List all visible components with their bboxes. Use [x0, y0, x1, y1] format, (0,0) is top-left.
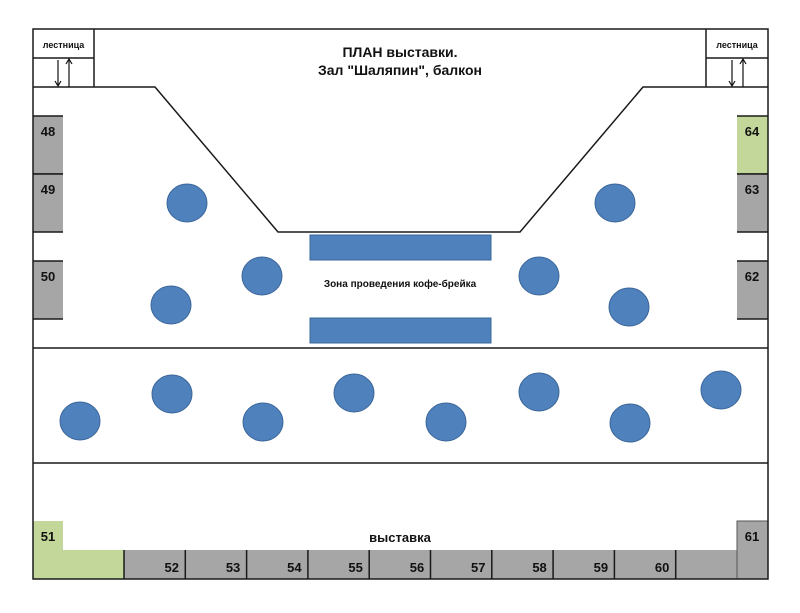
- stairs-right-label: лестница: [716, 40, 759, 50]
- round-table[interactable]: [609, 403, 651, 443]
- booth-number: 51: [41, 529, 55, 544]
- booth-60[interactable]: 60: [613, 550, 676, 579]
- up-down-arrows-icon: [728, 57, 747, 88]
- round-table[interactable]: [166, 183, 208, 223]
- booth-number: 64: [745, 124, 760, 139]
- coffee-table-bottom: [309, 317, 492, 344]
- round-table[interactable]: [151, 374, 193, 414]
- round-table[interactable]: [608, 287, 650, 327]
- stairs-left-label: лестница: [43, 40, 86, 50]
- booth-number: 49: [41, 182, 55, 197]
- booth-51[interactable]: 51: [33, 521, 124, 579]
- booth-number: 61: [745, 529, 759, 544]
- round-table[interactable]: [518, 372, 560, 412]
- booth-49[interactable]: 49: [33, 173, 63, 233]
- stairs-left: лестница: [33, 29, 95, 88]
- booth-number: 62: [745, 269, 759, 284]
- booth-50[interactable]: 50: [33, 260, 63, 320]
- booth-55[interactable]: 55: [307, 550, 370, 579]
- booth-number: 54: [287, 560, 302, 575]
- round-table[interactable]: [59, 401, 101, 441]
- booth-number: 63: [745, 182, 759, 197]
- booth-number: 48: [41, 124, 55, 139]
- booth-number: 57: [471, 560, 485, 575]
- round-table[interactable]: [594, 183, 636, 223]
- exhibition-label: выставка: [369, 530, 431, 545]
- up-down-arrows-icon: [54, 57, 73, 88]
- coffee-table-top: [309, 234, 492, 261]
- booth-number: 59: [594, 560, 608, 575]
- round-table[interactable]: [150, 285, 192, 325]
- round-table[interactable]: [518, 256, 560, 296]
- round-table[interactable]: [333, 373, 375, 413]
- booth-48[interactable]: 48: [33, 115, 63, 175]
- balcony-edge: [33, 86, 768, 233]
- plan-title-line2: Зал "Шаляпин", балкон: [318, 62, 482, 78]
- booth-64[interactable]: 64: [737, 115, 768, 175]
- booth-number: 50: [41, 269, 55, 284]
- booth-57[interactable]: 57: [429, 550, 492, 579]
- booth-56[interactable]: 56: [368, 550, 431, 579]
- round-table[interactable]: [700, 370, 742, 410]
- booth-63[interactable]: 63: [737, 173, 768, 233]
- hall-outline: [32, 28, 769, 580]
- booth-61[interactable]: 61: [674, 520, 768, 579]
- booth-54[interactable]: 54: [245, 550, 308, 579]
- round-table[interactable]: [242, 402, 284, 442]
- booth-58[interactable]: 58: [491, 550, 554, 579]
- booth-53[interactable]: 53: [184, 550, 247, 579]
- booth-number: 55: [348, 560, 362, 575]
- booth-59[interactable]: 59: [552, 550, 615, 579]
- plan-title-line1: ПЛАН выставки.: [342, 44, 457, 60]
- coffee-zone-label: Зона проведения кофе-брейка: [324, 278, 477, 290]
- booth-number: 58: [532, 560, 546, 575]
- booth-52[interactable]: 52: [123, 550, 186, 579]
- booth-number: 53: [226, 560, 240, 575]
- round-table[interactable]: [241, 256, 283, 296]
- booth-number: 52: [165, 560, 179, 575]
- booth-number: 56: [410, 560, 424, 575]
- stairs-right: лестница: [705, 29, 768, 88]
- round-table[interactable]: [425, 402, 467, 442]
- booth-number: 60: [655, 560, 669, 575]
- booth-62[interactable]: 62: [737, 260, 768, 320]
